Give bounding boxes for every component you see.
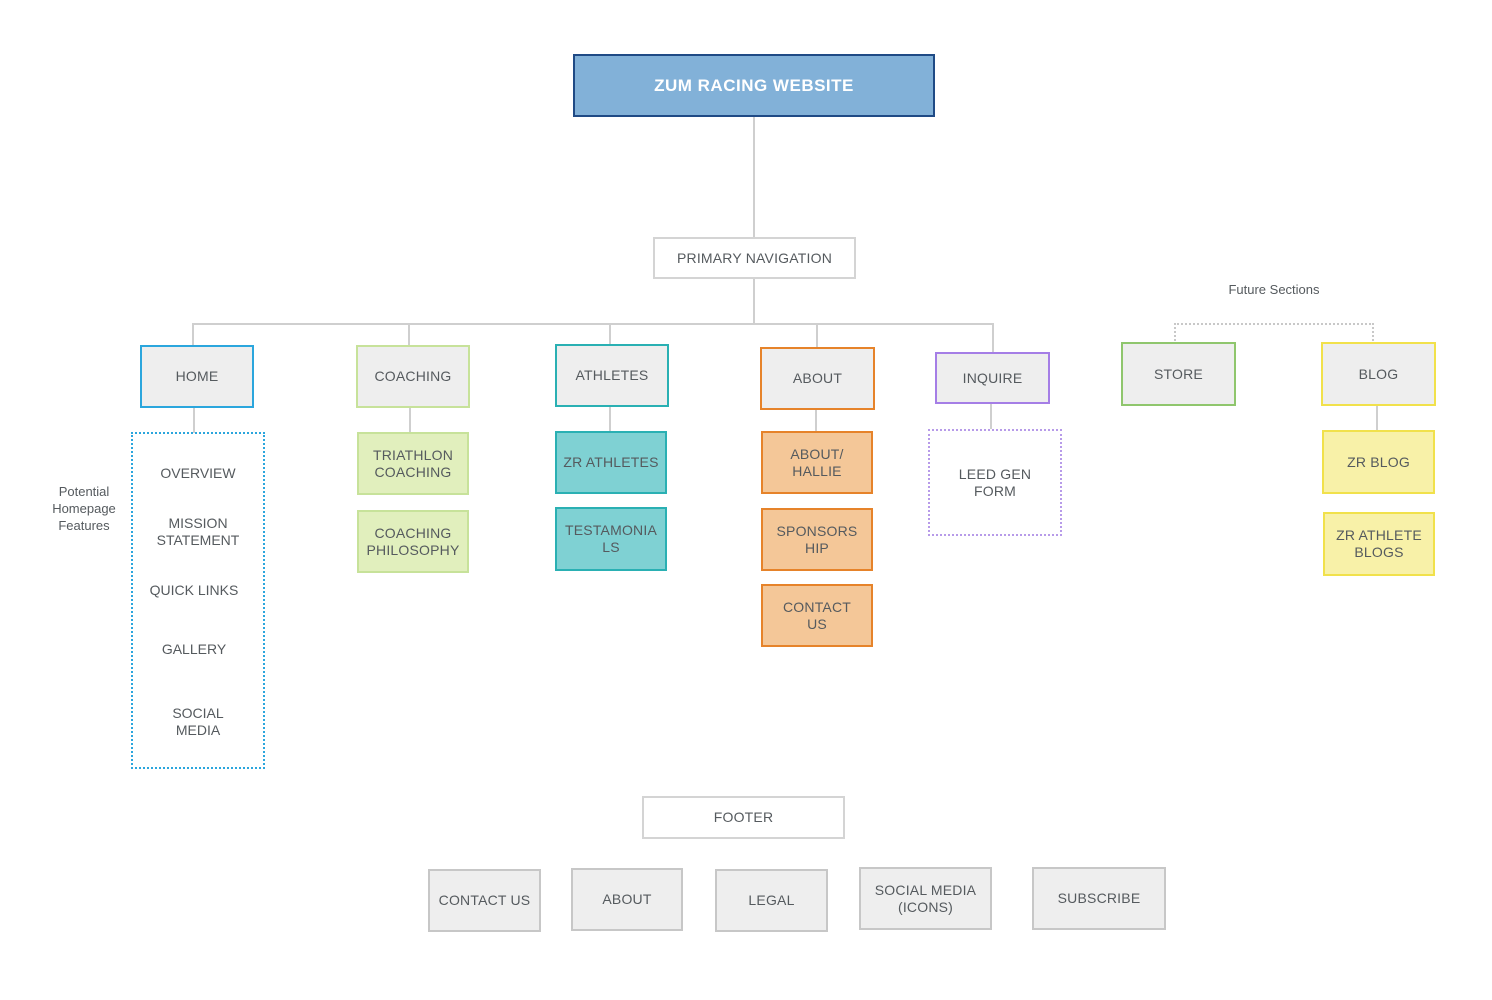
site-title: ZUM RACING WEBSITE [654,76,854,95]
connector [1376,405,1378,431]
about-node: ABOUT [760,347,875,410]
footer-contact-us-node: CONTACT US [428,869,541,932]
homepage-features-note: Potential Homepage Features [52,484,116,533]
testimonials-label: TESTAMONIA LS [565,522,657,555]
zr-blog-node: ZR BLOG [1322,430,1435,494]
coaching-label: COACHING [374,368,452,384]
sponsorship-node: SPONSORS HIP [761,508,873,571]
connector [992,323,994,353]
sponsorship-label: SPONSORS HIP [776,522,858,556]
footer-about-node: ABOUT [571,868,683,931]
footer-social-media-node: SOCIAL MEDIA (ICONS) [859,867,992,930]
connector [408,323,410,346]
connector [753,116,755,238]
footer-legal-node: LEGAL [715,869,828,932]
contact-us-label: CONTACT US [782,598,852,632]
connector [753,279,755,324]
home-node: HOME [140,345,254,408]
zr-athlete-blogs-node: ZR ATHLETE BLOGS [1323,512,1435,576]
feature-gallery: GALLERY [161,641,227,657]
testimonials-node: TESTAMONIA LS [555,507,667,571]
connector [990,403,992,430]
home-label: HOME [175,368,219,384]
connector [609,323,611,346]
lead-gen-form-label: LEED GEN FORM [958,465,1032,499]
footer-legal-label: LEGAL [748,892,795,908]
footer-subscribe-node: SUBSCRIBE [1032,867,1166,930]
zr-athletes-label: ZR ATHLETES [563,454,659,470]
feature-social-media: SOCIAL MEDIA [172,705,224,738]
lead-gen-form-node: LEED GEN FORM [928,429,1062,536]
about-hallie-node: ABOUT/ HALLIE [761,431,873,494]
coaching-philosophy-node: COACHING PHILOSOPHY [357,510,469,573]
athletes-label: ATHLETES [575,367,649,383]
inquire-node: INQUIRE [935,352,1050,404]
store-label: STORE [1154,365,1203,382]
footer-social-media-label: SOCIAL MEDIA (ICONS) [874,881,977,915]
site-title-box: ZUM RACING WEBSITE [573,54,935,117]
blog-label: BLOG [1358,365,1399,382]
connector [815,409,817,432]
blog-node: BLOG [1321,342,1436,406]
future-sections-label: Future Sections [1228,282,1320,297]
footer-label: FOOTER [713,809,774,825]
feature-mission-statement: MISSION STATEMENT [156,515,240,548]
about-label: ABOUT [792,370,843,386]
connector [409,407,411,432]
primary-navigation-box: PRIMARY NAVIGATION [653,237,856,279]
feature-quick-links: QUICK LINKS [149,582,239,598]
connector [192,323,994,325]
footer-contact-us-label: CONTACT US [438,892,531,908]
about-hallie-label: ABOUT/ HALLIE [790,445,844,479]
feature-overview: OVERVIEW [160,465,236,481]
zr-athlete-blogs-label: ZR ATHLETE BLOGS [1336,527,1422,560]
future-bracket [1174,323,1374,341]
connector [193,407,195,433]
homepage-features-group [131,432,265,769]
coaching-node: COACHING [356,345,470,408]
contact-us-node: CONTACT US [761,584,873,647]
primary-navigation-label: PRIMARY NAVIGATION [676,249,833,266]
triathlon-coaching-label: TRIATHLON COACHING [372,446,454,480]
zr-athletes-node: ZR ATHLETES [555,431,667,494]
footer-subscribe-label: SUBSCRIBE [1057,890,1141,906]
store-node: STORE [1121,342,1236,406]
connector [192,323,194,346]
coaching-philosophy-label: COACHING PHILOSOPHY [366,524,460,558]
footer-box: FOOTER [642,796,845,839]
zr-blog-label: ZR BLOG [1347,453,1410,470]
connector [609,407,611,432]
footer-about-label: ABOUT [602,891,652,907]
athletes-node: ATHLETES [555,344,669,407]
connector [816,323,818,348]
triathlon-coaching-node: TRIATHLON COACHING [357,432,469,495]
inquire-label: INQUIRE [962,369,1023,386]
